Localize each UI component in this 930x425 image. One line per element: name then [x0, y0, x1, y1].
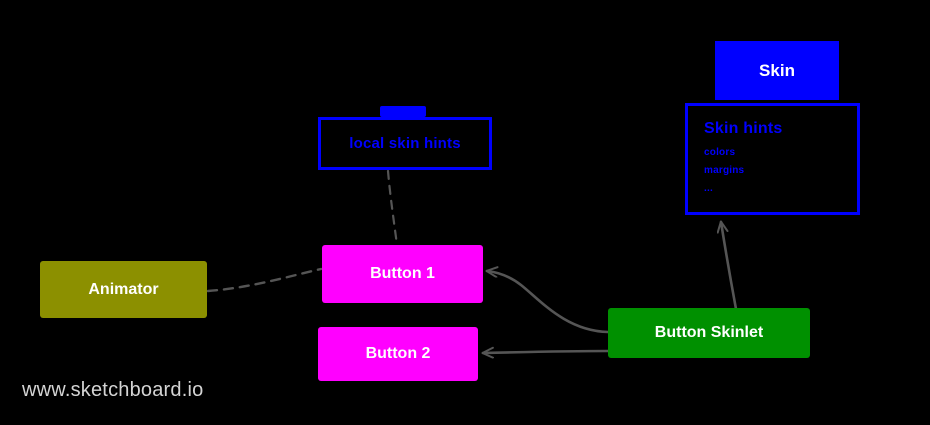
node-button-2-label: Button 2 — [365, 345, 431, 362]
node-animator-label: Animator — [88, 280, 159, 298]
node-button-skinlet-label: Button Skinlet — [654, 324, 764, 341]
edge-skinlet-to-skinhints — [721, 222, 738, 311]
node-button-1[interactable]: Button 1 — [322, 245, 483, 303]
edge-skinlet-to-button2 — [483, 351, 610, 353]
skin-hints-title: Skin hints — [704, 120, 783, 137]
local-skin-hints-label: local skin hints — [349, 135, 461, 152]
edge-localhints-to-button1 — [386, 169, 399, 247]
node-local-skin-hints[interactable]: local skin hints — [318, 117, 492, 170]
edge-skinlet-to-button1 — [487, 271, 610, 334]
node-button-1-label: Button 1 — [370, 265, 435, 282]
node-skin[interactable]: Skin — [715, 41, 839, 100]
node-button-2[interactable]: Button 2 — [318, 327, 478, 381]
node-skin-hints[interactable]: Skin hints colors margins ... — [685, 103, 860, 215]
skin-hints-item-margins: margins — [704, 165, 745, 176]
node-skin-label: Skin — [759, 60, 795, 80]
node-animator[interactable]: Animator — [40, 261, 207, 318]
node-button-skinlet[interactable]: Button Skinlet — [608, 308, 810, 358]
edge-animator-to-button1 — [206, 267, 323, 293]
skin-hints-item-ellipsis: ... — [704, 183, 713, 194]
skin-hints-item-colors: colors — [704, 147, 736, 158]
watermark: www.sketchboard.io — [22, 379, 204, 401]
local-skin-hints-tab — [380, 106, 426, 117]
